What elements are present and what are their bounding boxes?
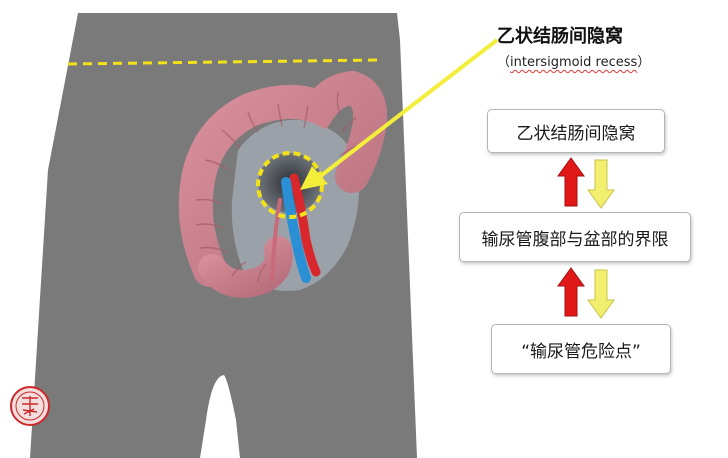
down-arrow-icon xyxy=(587,269,615,319)
subtitle-text: intersigmoid recess xyxy=(510,55,638,70)
seal-stamp-icon xyxy=(10,386,50,426)
sigmoid-colon xyxy=(178,70,388,287)
recess-english-label: （intersigmoid recess） xyxy=(497,51,650,70)
flow-box-recess: 乙状结肠间隐窝 xyxy=(487,109,665,153)
gonadal-vessel xyxy=(270,198,282,282)
colon-haustra xyxy=(195,91,357,283)
subtitle-close-paren: ） xyxy=(637,55,651,70)
colon-lower-loop xyxy=(198,236,293,298)
colon-specimen xyxy=(178,70,388,298)
flow-box-danger-point: “输尿管危险点” xyxy=(491,324,671,374)
flow-box-boundary: 输尿管腹部与盆部的界限 xyxy=(459,212,691,262)
pointer-arrow xyxy=(300,38,499,190)
ureter xyxy=(281,177,311,283)
recess-title-label: 乙状结肠间隐窝 xyxy=(497,26,623,47)
subtitle-open-paren: （ xyxy=(497,55,511,70)
dashed-reference-line xyxy=(67,58,381,66)
up-arrow-icon xyxy=(557,157,585,207)
down-arrow-icon xyxy=(587,159,615,209)
up-arrow-icon xyxy=(557,267,585,317)
iliac-artery xyxy=(289,173,321,277)
